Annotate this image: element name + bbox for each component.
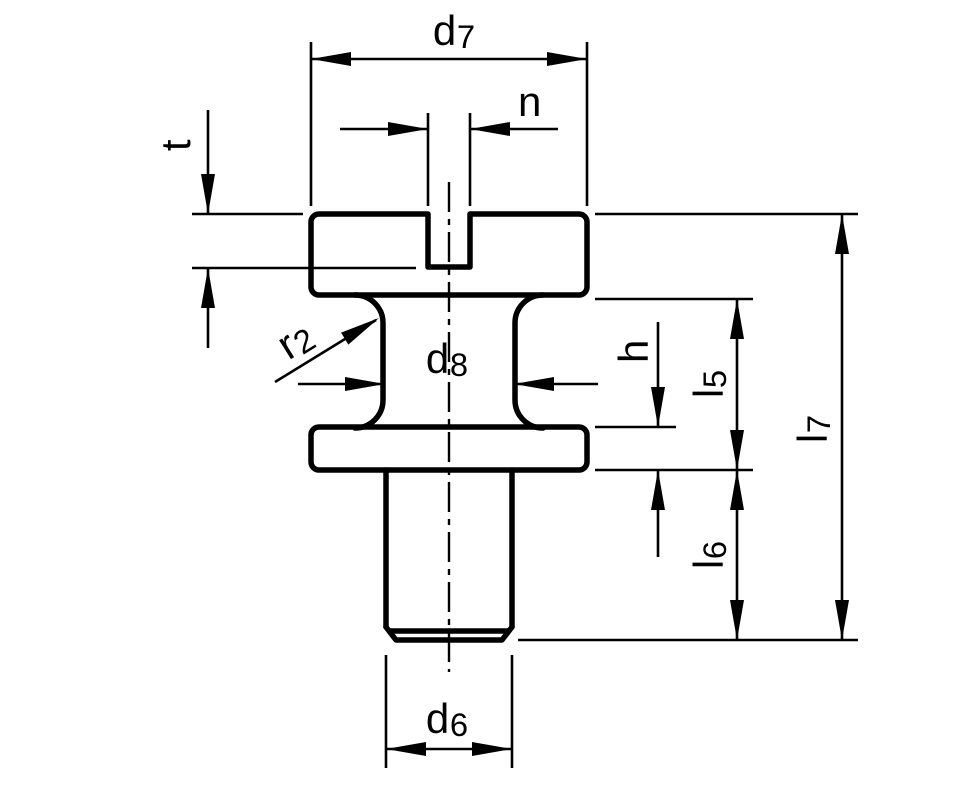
arrow-l5-top <box>730 299 744 339</box>
label-length-l6: l6 <box>685 540 734 570</box>
label-l6-sub: 6 <box>696 540 734 560</box>
label-l5-sub: 5 <box>696 369 734 389</box>
label-d8-sub: 8 <box>449 346 469 384</box>
arrow-n-left <box>388 122 428 136</box>
label-l7-main: l <box>789 433 836 444</box>
arrow-d8-right <box>514 377 554 391</box>
arrow-l7-bottom <box>835 600 849 640</box>
extension-lines <box>192 42 858 768</box>
arrow-l7-top <box>835 214 849 254</box>
arrow-d7-right <box>547 52 587 66</box>
arrow-d6-left <box>386 742 426 756</box>
label-length-l5: l5 <box>685 369 734 399</box>
label-l5-main: l <box>685 388 732 399</box>
label-n-main: n <box>518 78 542 125</box>
screw-head-outline <box>308 211 590 298</box>
label-d8-main: d <box>425 335 450 382</box>
arrow-t-bottom <box>201 268 215 308</box>
label-d6-main: d <box>425 695 450 742</box>
label-total-length-l7: l7 <box>789 414 838 444</box>
arrow-n-right <box>470 122 510 136</box>
arrowheads <box>201 52 849 756</box>
label-slot-width-n: n <box>518 81 542 123</box>
label-neck-diameter-d8: d8 <box>425 335 469 384</box>
label-thread-diameter-d6: d6 <box>425 695 469 744</box>
arrow-l5-bottom <box>730 430 744 470</box>
label-l6-main: l <box>685 559 732 570</box>
dimension-lines <box>206 57 844 751</box>
label-l7-sub: 7 <box>800 414 838 434</box>
collar-outline <box>308 424 590 473</box>
arrow-d7-left <box>311 52 351 66</box>
label-d6-sub: 6 <box>449 706 469 744</box>
arrow-t-top <box>201 174 215 214</box>
arrow-h-top <box>651 387 665 427</box>
label-d7-main: d <box>432 7 457 54</box>
neck-profile-right <box>512 292 546 431</box>
label-head-diameter-d7: d7 <box>432 7 476 56</box>
label-h-main: h <box>610 339 657 363</box>
label-d7-sub: 7 <box>456 18 476 56</box>
arrow-h-bottom <box>651 470 665 510</box>
label-t-main: t <box>152 139 199 152</box>
arrow-r2-leader <box>341 318 379 345</box>
neck-profile-left <box>352 292 386 431</box>
label-collar-thickness-h: h <box>610 339 657 363</box>
arrow-l6-top <box>730 470 744 510</box>
part-outline <box>308 211 590 643</box>
arrow-d6-right <box>472 742 512 756</box>
arrow-d8-left <box>345 377 385 391</box>
label-slot-depth-t: t <box>152 139 199 152</box>
arrow-l6-bottom <box>730 600 744 640</box>
